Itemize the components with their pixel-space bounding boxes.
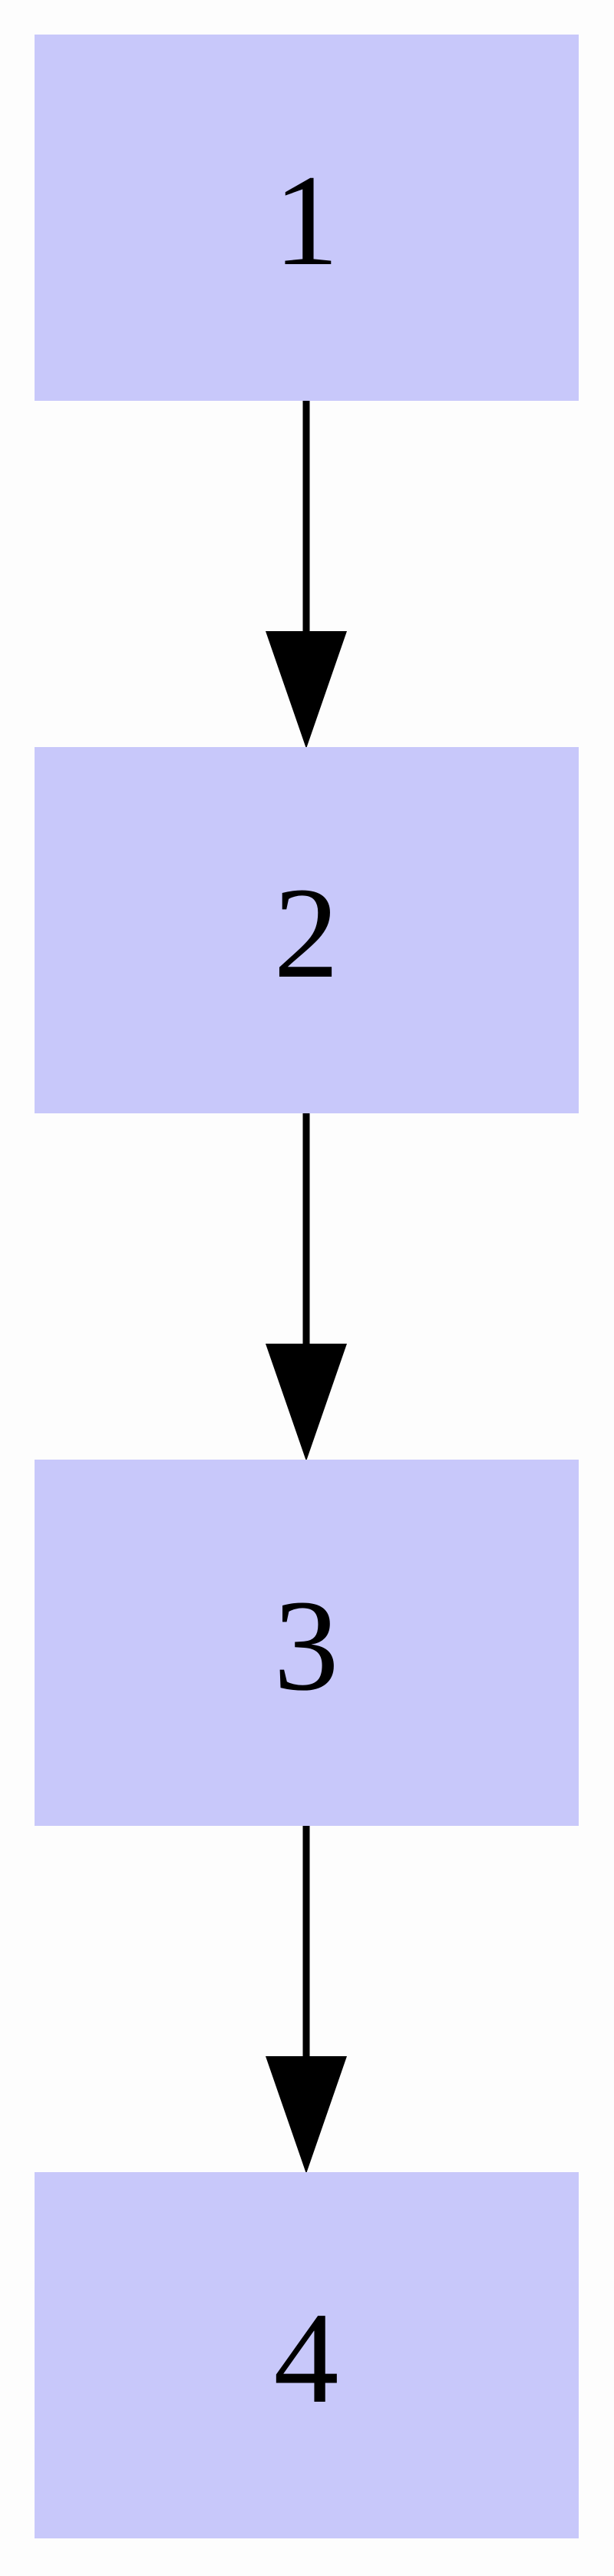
node-1-label: 1 <box>274 148 339 293</box>
edge-1-to-2 <box>266 401 347 749</box>
node-4[interactable]: 4 <box>35 2172 579 2538</box>
edge-3-to-4 <box>266 1826 347 2174</box>
edges <box>266 401 347 2174</box>
edge-2-to-3 <box>266 1113 347 1461</box>
node-3-label: 3 <box>274 1573 339 1718</box>
node-2-label: 2 <box>274 861 339 1005</box>
node-1[interactable]: 1 <box>35 35 579 401</box>
nodes: 1 2 3 4 <box>35 35 579 2538</box>
node-2[interactable]: 2 <box>35 747 579 1113</box>
node-4-label: 4 <box>274 2286 339 2430</box>
node-3[interactable]: 3 <box>35 1460 579 1826</box>
